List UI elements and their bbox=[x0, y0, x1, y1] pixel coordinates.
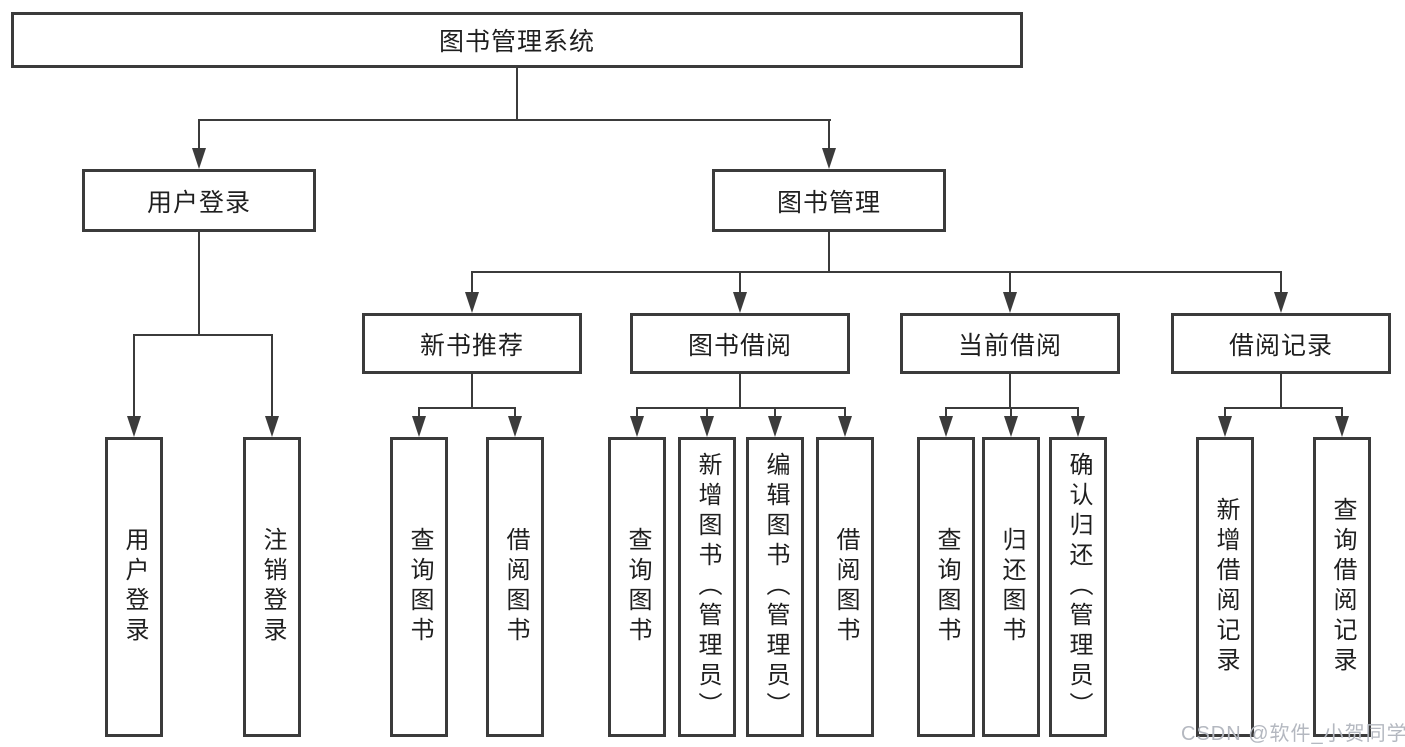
leaf-query-borrow-record: 查询借阅记录 bbox=[1313, 437, 1371, 737]
leaf-edit-books-admin: 编辑图书（管理员） bbox=[746, 437, 804, 737]
arrowhead-leaf bbox=[939, 416, 953, 437]
arrowhead-current-borrowing bbox=[1003, 292, 1017, 313]
arrowhead-borrowing-records bbox=[1274, 292, 1288, 313]
leaf-query-books-borrowing: 查询图书 bbox=[608, 437, 666, 737]
connector-leaf-drop bbox=[1341, 407, 1343, 418]
node-label: 当前借阅 bbox=[957, 331, 1062, 360]
arrowhead-leaf bbox=[630, 416, 644, 437]
arrowhead-leaf bbox=[1004, 416, 1018, 437]
leaf-return-books: 归还图书 bbox=[982, 437, 1040, 737]
connector-leaf-drop bbox=[1010, 407, 1012, 418]
node-label: 新书推荐 bbox=[419, 331, 524, 360]
connector-leaf-drop bbox=[1224, 407, 1226, 418]
leaf-label: 确认归还（管理员） bbox=[1065, 452, 1092, 722]
arrowhead-leaf bbox=[265, 416, 279, 437]
connector-borrowing-records-drop bbox=[1280, 271, 1282, 293]
arrowhead-user-login bbox=[192, 148, 206, 169]
arrowhead-leaf bbox=[768, 416, 782, 437]
watermark: CSDN @软件_小贺同学 bbox=[1181, 723, 1405, 745]
arrowhead-leaf bbox=[508, 416, 522, 437]
connector-new-book-bus bbox=[418, 407, 516, 409]
leaf-label: 编辑图书（管理员） bbox=[762, 452, 789, 722]
connector-borrowing-records-stem bbox=[1280, 373, 1282, 408]
leaf-query-books-recommend: 查询图书 bbox=[390, 437, 448, 737]
leaf-label: 借阅图书 bbox=[832, 527, 859, 647]
connector-leaf-drop bbox=[418, 407, 420, 418]
leaf-borrow-books-borrowing: 借阅图书 bbox=[816, 437, 874, 737]
arrowhead-leaf bbox=[838, 416, 852, 437]
leaf-confirm-return-admin: 确认归还（管理员） bbox=[1049, 437, 1107, 737]
connector-root-stem bbox=[516, 68, 518, 120]
connector-leaf-drop bbox=[133, 334, 135, 418]
arrowhead-book-management bbox=[822, 148, 836, 169]
connector-level2-bus bbox=[198, 119, 831, 121]
arrowhead-leaf bbox=[127, 416, 141, 437]
leaf-label: 借阅图书 bbox=[502, 527, 529, 647]
node-new-book-recommendation: 新书推荐 bbox=[362, 313, 582, 374]
connector-borrowing-records-bus bbox=[1224, 407, 1343, 409]
connector-leaf-drop bbox=[271, 334, 273, 418]
connector-leaf-drop bbox=[774, 407, 776, 418]
arrowhead-leaf bbox=[1218, 416, 1232, 437]
connector-book-management-drop bbox=[828, 119, 830, 150]
node-label: 图书管理 bbox=[776, 188, 881, 217]
node-label: 用户登录 bbox=[146, 188, 251, 217]
arrowhead-leaf bbox=[700, 416, 714, 437]
arrowhead-leaf bbox=[1071, 416, 1085, 437]
arrowhead-book-borrowing bbox=[733, 292, 747, 313]
connector-user-login-stem bbox=[198, 231, 200, 335]
arrowhead-leaf bbox=[412, 416, 426, 437]
connector-book-management-stem bbox=[828, 231, 830, 272]
leaf-label: 注销登录 bbox=[259, 527, 286, 647]
leaf-label: 新增图书（管理员） bbox=[694, 452, 721, 722]
connector-level3-bus bbox=[471, 271, 1282, 273]
leaf-query-books-current: 查询图书 bbox=[917, 437, 975, 737]
connector-book-borrowing-bus bbox=[636, 407, 846, 409]
leaf-label: 查询借阅记录 bbox=[1329, 497, 1356, 677]
connector-user-login-bus bbox=[133, 334, 273, 336]
connector-leaf-drop bbox=[636, 407, 638, 418]
leaf-user-login: 用户登录 bbox=[105, 437, 163, 737]
connector-leaf-drop bbox=[706, 407, 708, 418]
leaf-label: 查询图书 bbox=[933, 527, 960, 647]
leaf-add-books-admin: 新增图书（管理员） bbox=[678, 437, 736, 737]
leaf-label: 新增借阅记录 bbox=[1212, 497, 1239, 677]
node-label: 借阅记录 bbox=[1228, 331, 1333, 360]
leaf-logout: 注销登录 bbox=[243, 437, 301, 737]
node-book-management: 图书管理 bbox=[712, 169, 946, 232]
connector-new-book-drop bbox=[471, 271, 473, 293]
connector-leaf-drop bbox=[945, 407, 947, 418]
node-label: 图书管理系统 bbox=[438, 28, 595, 56]
connector-current-borrowing-bus bbox=[945, 407, 1079, 409]
connector-new-book-stem bbox=[471, 373, 473, 408]
leaf-label: 归还图书 bbox=[998, 527, 1025, 647]
node-borrowing-records: 借阅记录 bbox=[1171, 313, 1391, 374]
node-current-borrowing: 当前借阅 bbox=[900, 313, 1120, 374]
node-book-borrowing: 图书借阅 bbox=[630, 313, 850, 374]
leaf-label: 查询图书 bbox=[406, 527, 433, 647]
connector-book-borrowing-stem bbox=[739, 373, 741, 408]
leaf-label: 用户登录 bbox=[121, 527, 148, 647]
connector-book-borrowing-drop bbox=[739, 271, 741, 293]
connector-leaf-drop bbox=[844, 407, 846, 418]
connector-user-login-drop bbox=[198, 119, 200, 150]
connector-current-borrowing-stem bbox=[1009, 373, 1011, 408]
leaf-add-borrow-record: 新增借阅记录 bbox=[1196, 437, 1254, 737]
leaf-label: 查询图书 bbox=[624, 527, 651, 647]
arrowhead-leaf bbox=[1335, 416, 1349, 437]
arrowhead-new-book bbox=[465, 292, 479, 313]
leaf-borrow-books-recommend: 借阅图书 bbox=[486, 437, 544, 737]
connector-leaf-drop bbox=[514, 407, 516, 418]
connector-leaf-drop bbox=[1077, 407, 1079, 418]
node-user-login: 用户登录 bbox=[82, 169, 316, 232]
connector-current-borrowing-drop bbox=[1009, 271, 1011, 293]
node-library-management-system: 图书管理系统 bbox=[11, 12, 1023, 68]
node-label: 图书借阅 bbox=[687, 331, 792, 360]
